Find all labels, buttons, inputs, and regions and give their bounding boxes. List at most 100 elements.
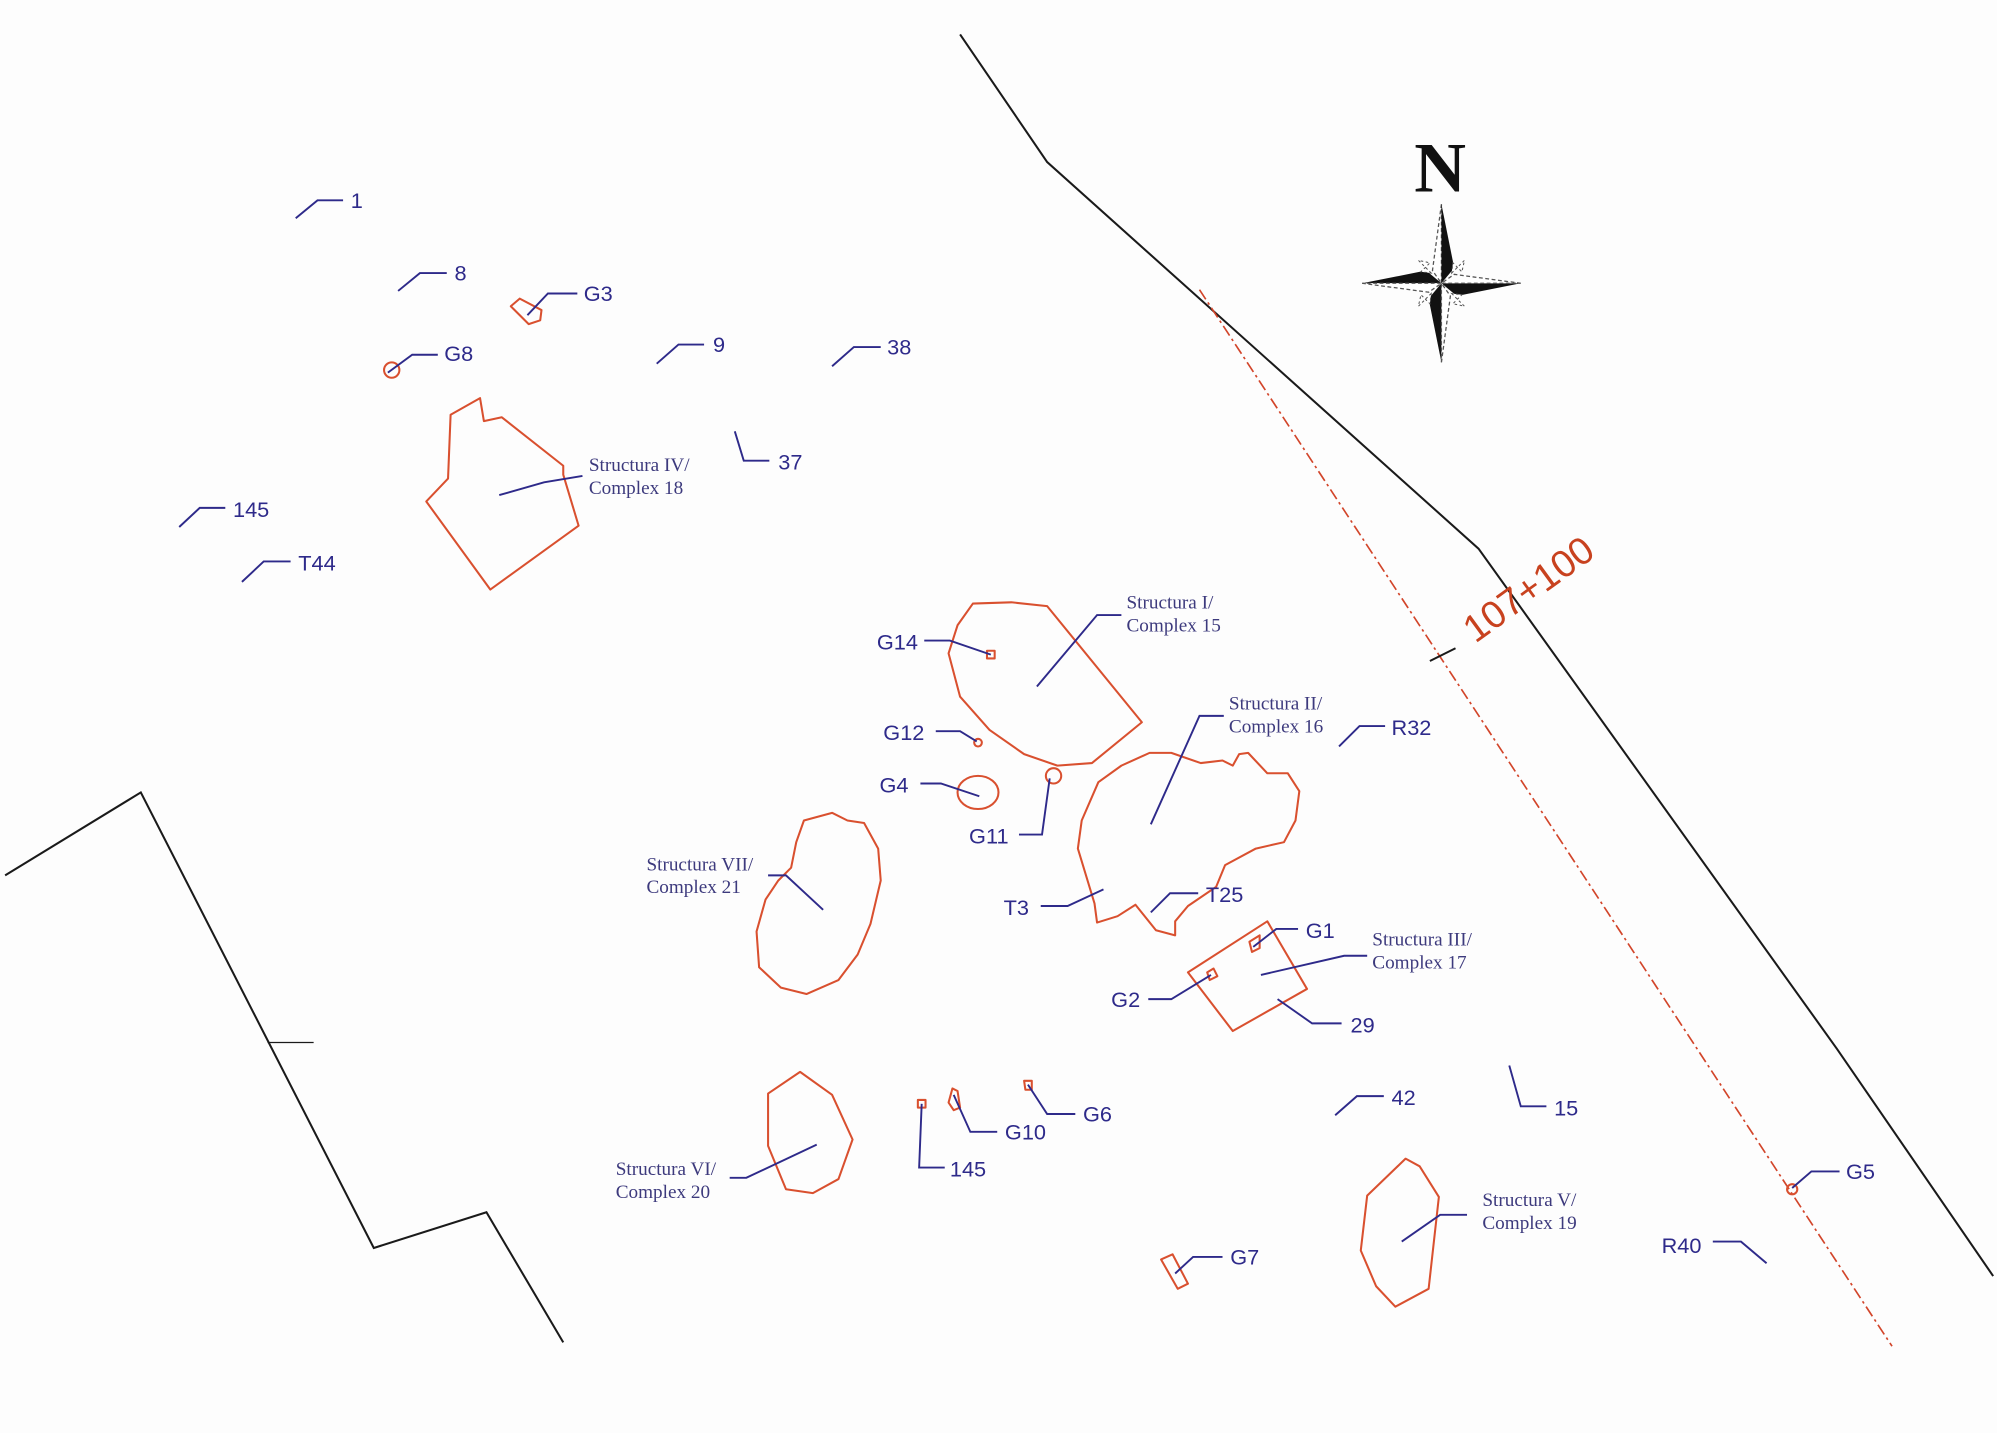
marker-R40[interactable]: R40: [1662, 1233, 1768, 1265]
feature-outline: [1206, 967, 1219, 982]
leader-line: [952, 1094, 998, 1133]
feature-G5[interactable]: G5: [1786, 1159, 1875, 1196]
structure-outline: [755, 811, 882, 996]
marker-T44[interactable]: T44: [241, 550, 336, 583]
feature-outline: [973, 737, 983, 748]
marker-label: 1: [351, 188, 363, 213]
structure-structura-i[interactable]: Structura I/Complex 15: [947, 593, 1221, 767]
structure-outline: [767, 1070, 854, 1195]
structure-outline: [425, 397, 580, 591]
structure-label: Structura I/: [1127, 593, 1215, 614]
feature-G6[interactable]: G6: [1023, 1079, 1112, 1127]
feature-outline: [1160, 1253, 1189, 1290]
structure-structura-ii[interactable]: Structura II/Complex 16: [1076, 694, 1323, 937]
leader-line: [918, 1103, 945, 1169]
marker-T3[interactable]: T3: [1004, 888, 1104, 920]
feature-label: 145: [950, 1157, 986, 1182]
structure-structura-iv[interactable]: Structura IV/Complex 18: [425, 397, 690, 591]
structure-label: Structura IV/: [589, 455, 690, 476]
feature-G11[interactable]: G11: [969, 767, 1063, 848]
leader-line: [1338, 725, 1386, 748]
structure-label: Complex 21: [646, 877, 740, 898]
feature-G10[interactable]: G10: [947, 1087, 1046, 1145]
structure-structura-vi[interactable]: Structura VI/Complex 20: [616, 1070, 854, 1203]
leader-line: [768, 874, 824, 911]
leader-line: [1036, 614, 1122, 688]
feature-outline: [1786, 1183, 1799, 1196]
chainage-axis-line: [1198, 289, 1893, 1347]
structure-label: Structura III/: [1372, 930, 1472, 951]
leader-line: [1712, 1240, 1768, 1265]
leader-line: [1150, 892, 1199, 914]
feature-label: G6: [1083, 1102, 1112, 1127]
leader-line: [1508, 1065, 1547, 1108]
structure-outline: [1186, 920, 1309, 1033]
marker-T25[interactable]: T25: [1150, 882, 1244, 914]
leader-line: [1174, 1255, 1223, 1275]
feature-G12[interactable]: G12: [883, 720, 983, 748]
leader-line: [1018, 778, 1051, 836]
feature-145b[interactable]: 145: [916, 1098, 986, 1182]
structure-structura-vii[interactable]: Structura VII/Complex 21: [646, 811, 882, 996]
marker-label: 38: [887, 335, 911, 360]
marker-label: R32: [1391, 715, 1431, 740]
structure-structura-iii[interactable]: Structura III/Complex 17: [1186, 920, 1473, 1033]
structure-label: Structura V/: [1482, 1190, 1577, 1211]
north-arrow: N: [1361, 129, 1521, 363]
feature-label: G4: [879, 772, 908, 797]
structure-label: Structura II/: [1229, 694, 1323, 715]
leader-line: [924, 639, 992, 656]
leader-line: [1149, 714, 1224, 825]
marker-9[interactable]: 9: [656, 332, 725, 365]
feature-label: G12: [883, 720, 924, 745]
marker-label: 15: [1554, 1095, 1578, 1120]
feature-G2[interactable]: G2: [1111, 967, 1219, 1012]
marker-29[interactable]: 29: [1277, 998, 1375, 1037]
feature-G7[interactable]: G7: [1160, 1245, 1259, 1290]
feature-G14[interactable]: G14: [877, 630, 996, 660]
leader-line: [1027, 1084, 1076, 1115]
feature-outline: [947, 1087, 962, 1112]
feature-label: G11: [969, 823, 1009, 848]
marker-label: T25: [1206, 882, 1243, 907]
marker-15[interactable]: 15: [1508, 1065, 1578, 1120]
structure-label: Structura VII/: [646, 854, 753, 875]
feature-outline: [956, 774, 1000, 811]
marker-37[interactable]: 37: [733, 431, 803, 475]
boundaries-layer: [4, 33, 1995, 1343]
structure-structura-v[interactable]: Structura V/Complex 19: [1359, 1157, 1577, 1308]
feature-outline: [1044, 767, 1063, 785]
leader-line: [920, 782, 980, 798]
marker-1[interactable]: 1: [295, 188, 363, 219]
feature-label: G10: [1005, 1120, 1046, 1145]
feature-G1[interactable]: G1: [1248, 918, 1335, 953]
marker-145a[interactable]: 145: [178, 497, 269, 528]
marker-label: 8: [454, 261, 466, 286]
leader-line: [656, 343, 705, 365]
road-edge-northeast: [959, 33, 1995, 1277]
marker-label: 145: [233, 497, 269, 522]
leader-line: [1277, 998, 1342, 1025]
marker-label: 9: [713, 332, 725, 357]
marker-8[interactable]: 8: [397, 261, 467, 292]
feature-label: G1: [1306, 918, 1335, 943]
feature-label: G7: [1230, 1245, 1259, 1270]
compass-rose-icon: [1361, 204, 1521, 363]
leader-line: [1252, 928, 1299, 948]
marker-R32[interactable]: R32: [1338, 715, 1431, 748]
marker-label: T44: [298, 550, 335, 575]
chainage-tick: [1429, 647, 1456, 662]
structure-label: Complex 19: [1482, 1213, 1576, 1234]
leader-line: [1148, 974, 1212, 1001]
marker-42[interactable]: 42: [1334, 1085, 1416, 1116]
feature-G4[interactable]: G4: [879, 772, 1000, 811]
feature-G8[interactable]: G8: [383, 341, 473, 379]
feature-label: G2: [1111, 987, 1140, 1012]
feature-label: G8: [444, 341, 473, 366]
marker-38[interactable]: 38: [831, 335, 911, 367]
structures-layer: Structura IV/Complex 18 Structura I/Compl…: [425, 397, 1577, 1308]
marker-label: T3: [1004, 895, 1029, 920]
feature-G3[interactable]: G3: [509, 281, 613, 326]
structure-label: Complex 20: [616, 1182, 710, 1203]
